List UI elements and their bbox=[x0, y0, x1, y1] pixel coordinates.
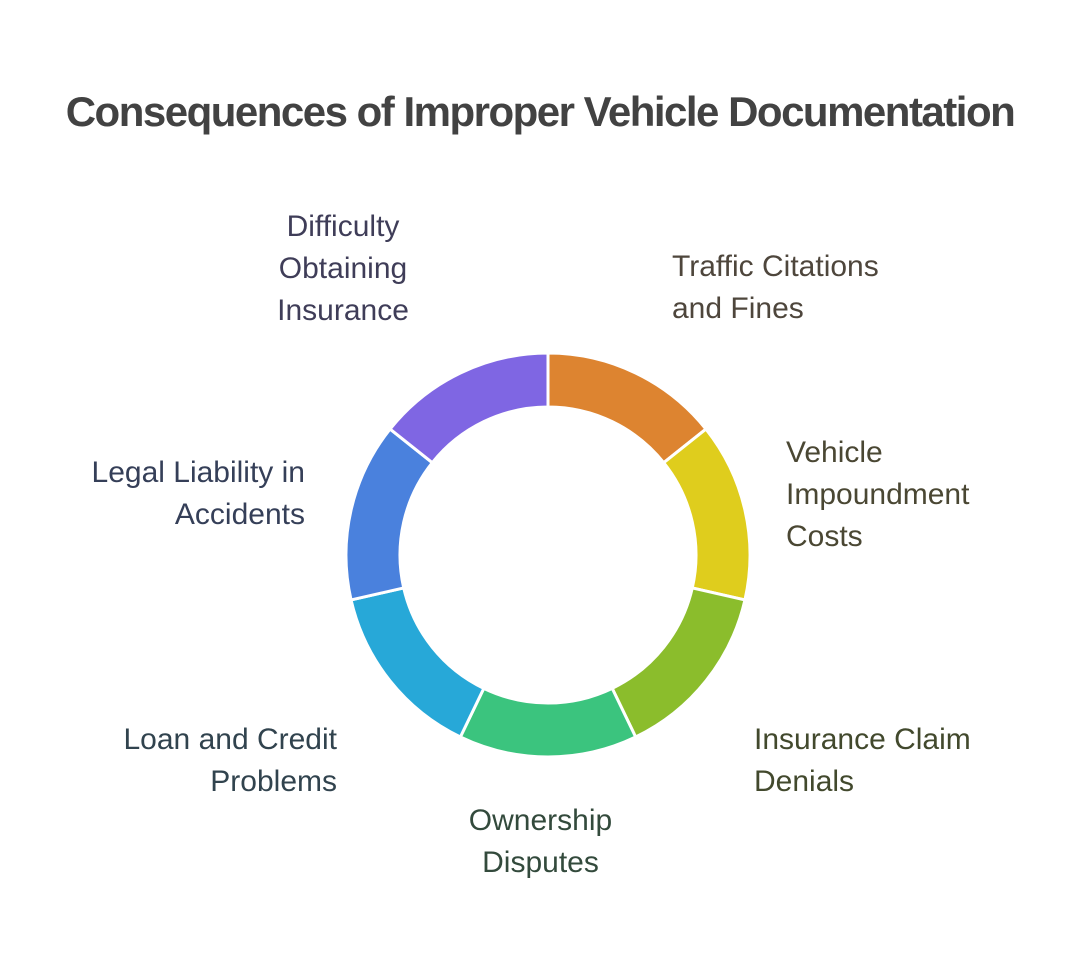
label-line: Obtaining bbox=[278, 252, 408, 285]
segment-label-vehicle-impoundment: Vehicle Impoundment Costs bbox=[786, 432, 1026, 558]
segment-label-traffic-citations: Traffic Citations and Fines bbox=[672, 246, 932, 330]
label-line: and Fines bbox=[672, 292, 804, 325]
donut-segment-vehicle-impoundment bbox=[662, 427, 752, 602]
label-line: Insurance Claim bbox=[754, 723, 971, 756]
label-line: Denials bbox=[754, 765, 855, 798]
donut-segment-loan-credit-problems bbox=[349, 586, 486, 739]
label-line: Disputes bbox=[482, 846, 599, 879]
segment-label-insurance-claim-denials: Insurance Claim Denials bbox=[754, 719, 1034, 803]
donut-segment-difficulty-obtaining-insurance bbox=[388, 351, 550, 465]
label-line: Difficulty bbox=[286, 210, 400, 243]
label-line: Accidents bbox=[174, 498, 305, 531]
segment-label-ownership-disputes: Ownership Disputes bbox=[438, 800, 643, 884]
segment-label-loan-credit-problems: Loan and Credit Problems bbox=[87, 719, 338, 803]
label-line: Legal Liability in bbox=[91, 456, 305, 489]
donut-segment-ownership-disputes bbox=[458, 686, 638, 759]
donut-segment-insurance-claim-denials bbox=[610, 586, 747, 739]
label-line: Impoundment bbox=[786, 478, 970, 511]
page-title: Consequences of Improper Vehicle Documen… bbox=[65, 88, 1016, 135]
label-line: Loan and Credit bbox=[123, 723, 338, 756]
segment-label-difficulty-obtaining-insurance: Difficulty Obtaining Insurance bbox=[243, 206, 443, 332]
donut-segment-legal-liability bbox=[344, 427, 434, 602]
label-line: Vehicle bbox=[786, 436, 883, 469]
label-line: Problems bbox=[210, 765, 337, 798]
label-line: Ownership bbox=[468, 804, 613, 837]
label-line: Insurance bbox=[277, 294, 409, 327]
segment-label-legal-liability: Legal Liability in Accidents bbox=[55, 452, 305, 536]
label-line: Traffic Citations bbox=[672, 250, 879, 283]
label-line: Costs bbox=[786, 520, 863, 553]
